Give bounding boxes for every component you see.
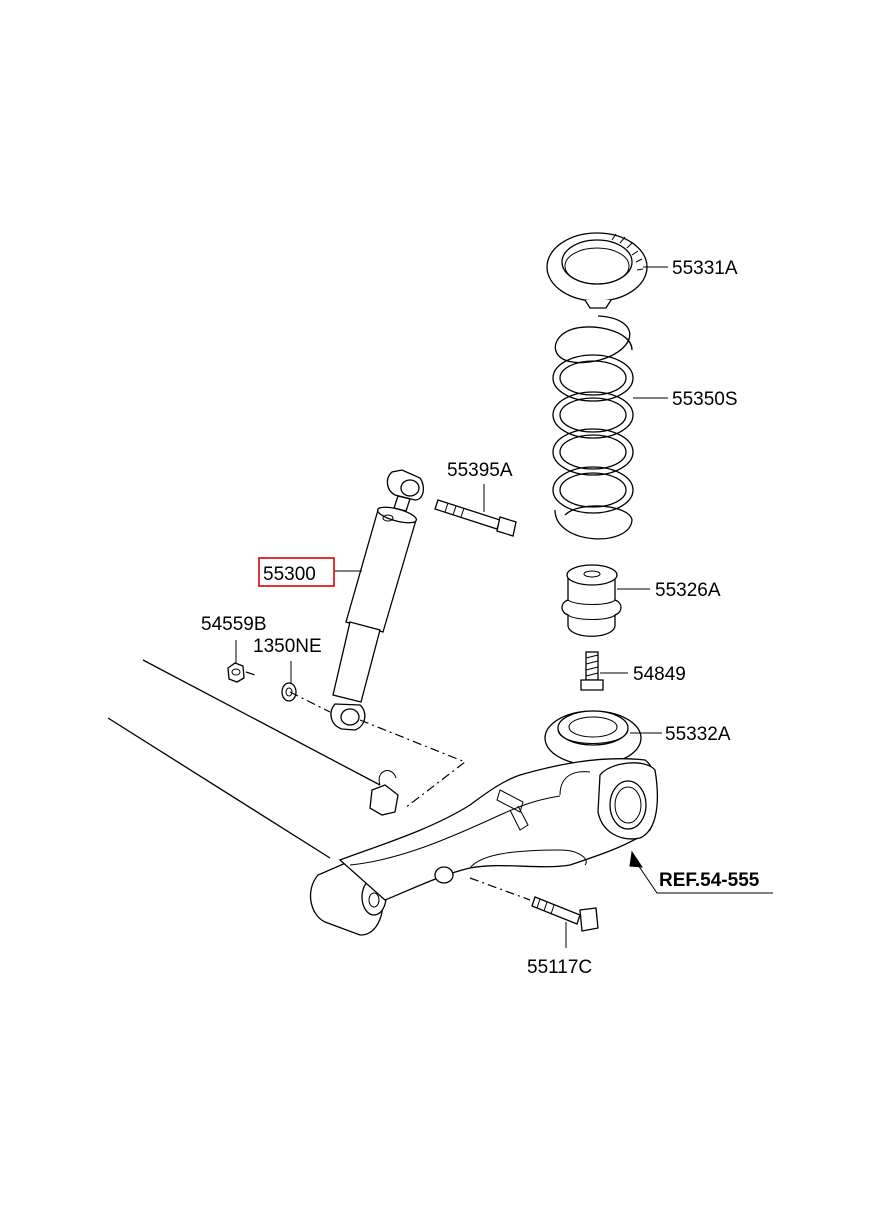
alignment-line-lower-bolt [469,877,531,901]
highlight-box [258,557,335,587]
alignment-line-nut [245,671,259,677]
nut-54559b[interactable] [227,662,245,683]
alignment-line-washer [289,691,331,713]
label-55395a[interactable]: 55395A [447,460,513,481]
label-55117c[interactable]: 55117C [527,957,592,978]
label-54559b[interactable]: 54559B [201,614,267,635]
label-55350s[interactable]: 55350S [672,389,738,410]
bolt-54849[interactable] [580,651,604,691]
label-55332a[interactable]: 55332A [665,724,731,745]
rear-axle-assembly[interactable] [107,659,658,936]
upper-bolt[interactable] [434,499,517,537]
washer-1350ne[interactable] [281,682,297,702]
coil-spring[interactable] [552,315,634,540]
reference-label[interactable]: REF.54-555 [659,870,760,891]
lower-spring-pad[interactable] [544,710,642,766]
label-1350ne[interactable]: 1350NE [253,636,322,657]
upper-spring-pad[interactable] [546,232,648,309]
lower-bolt[interactable] [531,896,599,932]
shock-absorber[interactable] [330,469,425,731]
label-55331a[interactable]: 55331A [672,258,738,279]
label-55300[interactable]: 55300 [263,564,316,585]
label-55326a[interactable]: 55326A [655,580,721,601]
label-54849[interactable]: 54849 [633,664,686,685]
leader-lines [235,266,773,948]
bump-stopper[interactable] [561,564,622,637]
